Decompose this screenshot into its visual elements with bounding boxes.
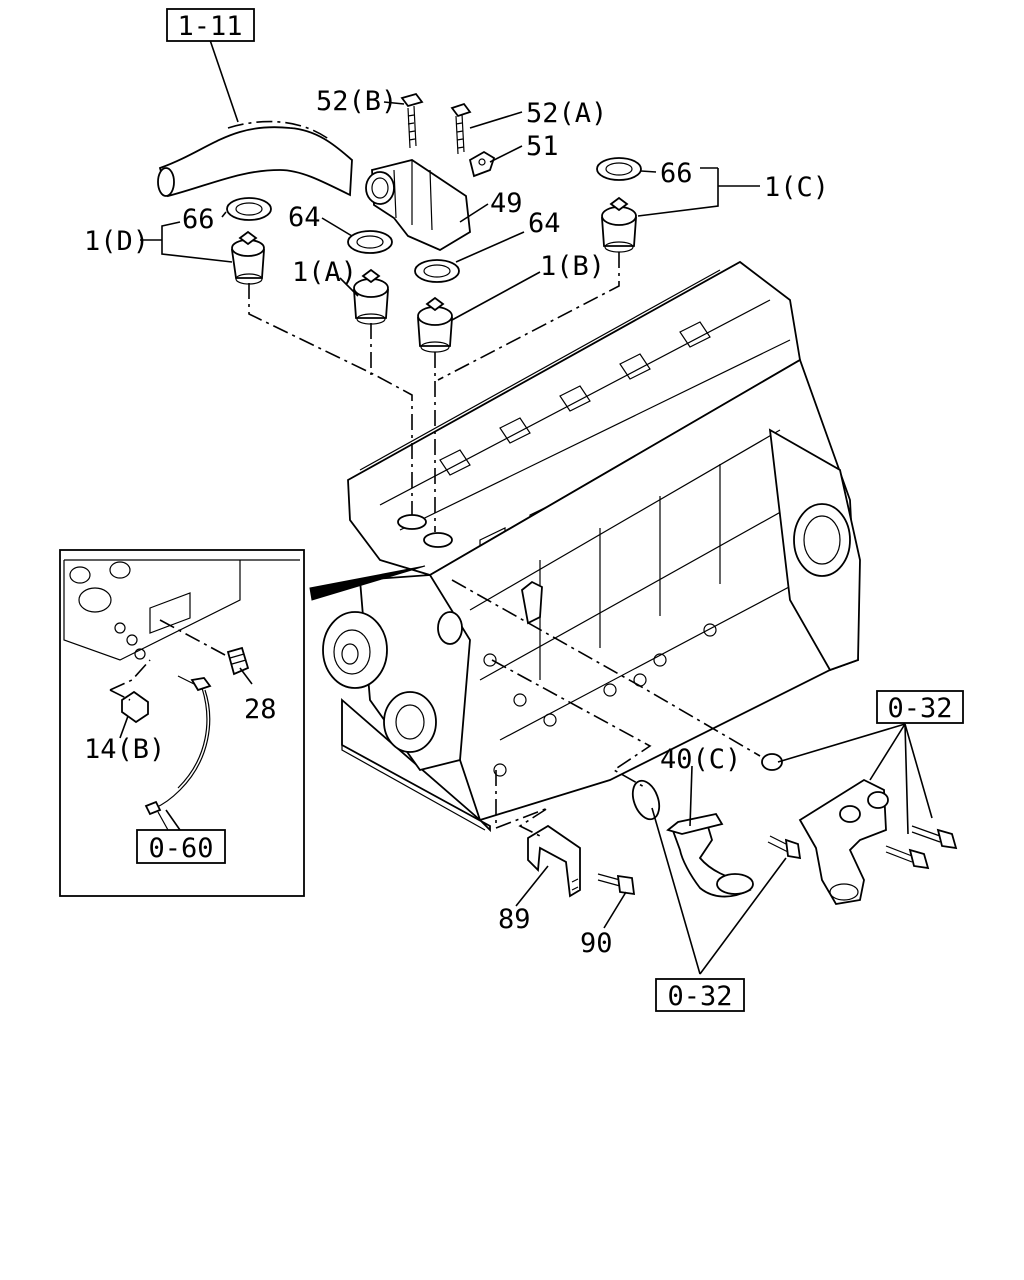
- ref-box-0-32-right: 0-32: [876, 690, 964, 724]
- bolt-90: [597, 873, 636, 896]
- bolts-long: [885, 825, 958, 870]
- label-66-left: 66: [182, 204, 215, 235]
- thermostat-1c: [601, 196, 637, 253]
- ref-label-1-11: 1-11: [177, 11, 242, 42]
- water-outlet-housing: [798, 778, 889, 905]
- leader-lines: [119, 39, 933, 975]
- label-89: 89: [498, 904, 531, 935]
- ref-label-0-32-right: 0-32: [887, 693, 952, 724]
- label-1a: 1(A): [292, 257, 357, 288]
- clip-51: [468, 150, 496, 178]
- gasket-64-right: [414, 259, 460, 283]
- label-64-right: 64: [528, 208, 561, 239]
- label-1c: 1(C): [764, 172, 829, 203]
- label-66-right: 66: [660, 158, 693, 189]
- label-52b: 52(B): [316, 86, 397, 117]
- bolt-52a: [450, 102, 472, 155]
- label-49: 49: [490, 188, 523, 219]
- ref-box-1-11: 1-11: [166, 8, 255, 42]
- gasket-66-left: [226, 197, 272, 221]
- label-90: 90: [580, 928, 613, 959]
- thermostat-1a: [353, 268, 389, 325]
- engine-block: [322, 260, 861, 833]
- water-pipe-40c: [666, 812, 754, 898]
- label-1b: 1(B): [540, 251, 605, 282]
- sensor-part-14b: [121, 690, 149, 724]
- label-14b: 14(B): [84, 734, 165, 765]
- ref-box-0-32-bottom: 0-32: [655, 978, 745, 1012]
- label-51: 51: [526, 131, 559, 162]
- ref-box-0-60: 0-60: [136, 829, 226, 864]
- gasket-66-right: [596, 157, 642, 181]
- label-64-left: 64: [288, 202, 321, 233]
- gasket-64-left: [347, 230, 393, 254]
- gasket-small: [761, 753, 783, 771]
- thermostat-1b: [417, 296, 453, 353]
- bolt-52b: [400, 92, 424, 149]
- ref-label-0-60: 0-60: [148, 833, 213, 864]
- ref-label-0-32-bottom: 0-32: [667, 981, 732, 1012]
- plug-part-28: [226, 646, 250, 676]
- label-40c: 40(C): [660, 744, 741, 775]
- radiator-hose: [157, 120, 353, 198]
- label-52a: 52(A): [526, 98, 607, 129]
- o-ring: [631, 779, 661, 821]
- bracket-89: [527, 824, 581, 898]
- label-1d: 1(D): [84, 226, 149, 257]
- bolt-pipe: [767, 835, 802, 860]
- part-labels: 52(B) 52(A) 51 49 66 1(C) 66 1(D) 64 64 …: [84, 86, 829, 959]
- dash-dot-lines: [109, 252, 761, 837]
- thermostat-housing-49: [365, 159, 471, 252]
- label-28: 28: [244, 694, 277, 725]
- thermostat-1d: [230, 230, 265, 285]
